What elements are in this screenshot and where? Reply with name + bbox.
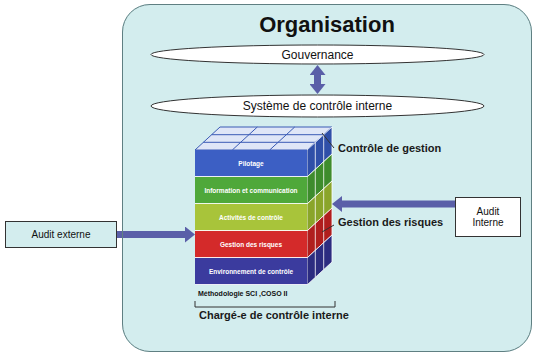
audit-box: Audit Interne <box>455 197 521 237</box>
node-label: Organisation <box>123 12 531 38</box>
system-ellipse: Système de contrôle interne <box>150 94 485 118</box>
coso-cube-node: Méthodologie SCI ,COSO II PilotageInforma… <box>195 127 332 305</box>
method-caption: Méthodologie SCI ,COSO II <box>198 290 287 297</box>
block-arrow <box>117 231 185 238</box>
node-label: Pilotage <box>238 160 263 167</box>
block-arrow <box>314 75 321 84</box>
node-label: Système de contrôle interne <box>243 99 392 113</box>
governance-ellipse: Gouvernance <box>150 44 485 65</box>
organisation-ground <box>122 4 532 352</box>
node-label: Activités de contrôle <box>219 214 283 221</box>
node-label: Information et communication <box>204 187 297 194</box>
cube-band: Information et communication <box>195 177 307 204</box>
organisation-region: OrganisationGouvernanceSystème de contrô… <box>122 4 532 352</box>
leader-label: Contrôle de gestion <box>338 142 441 154</box>
cube-band: Pilotage <box>195 150 307 177</box>
node-label: Gouvernance <box>281 48 353 62</box>
node-label: Audit Interne <box>460 206 516 228</box>
node-label: Audit externe <box>32 229 91 240</box>
node-label: Environnement de contrôle <box>209 268 293 275</box>
leader-label: Gestion des risques <box>338 216 443 228</box>
cube-band: Activités de contrôle <box>195 204 307 231</box>
node-label: Gestion des risques <box>220 241 282 248</box>
block-arrow <box>342 201 455 208</box>
leader-line <box>322 133 334 148</box>
cube-band: Gestion des risques <box>195 231 307 258</box>
bracket-label: Chargé-e de contrôle interne <box>199 309 349 321</box>
audit-box: Audit externe <box>5 221 117 248</box>
cube-band: Environnement de contrôle <box>195 258 307 285</box>
leader-line <box>322 225 334 232</box>
coso-cube <box>195 127 332 285</box>
bracket <box>195 301 335 307</box>
